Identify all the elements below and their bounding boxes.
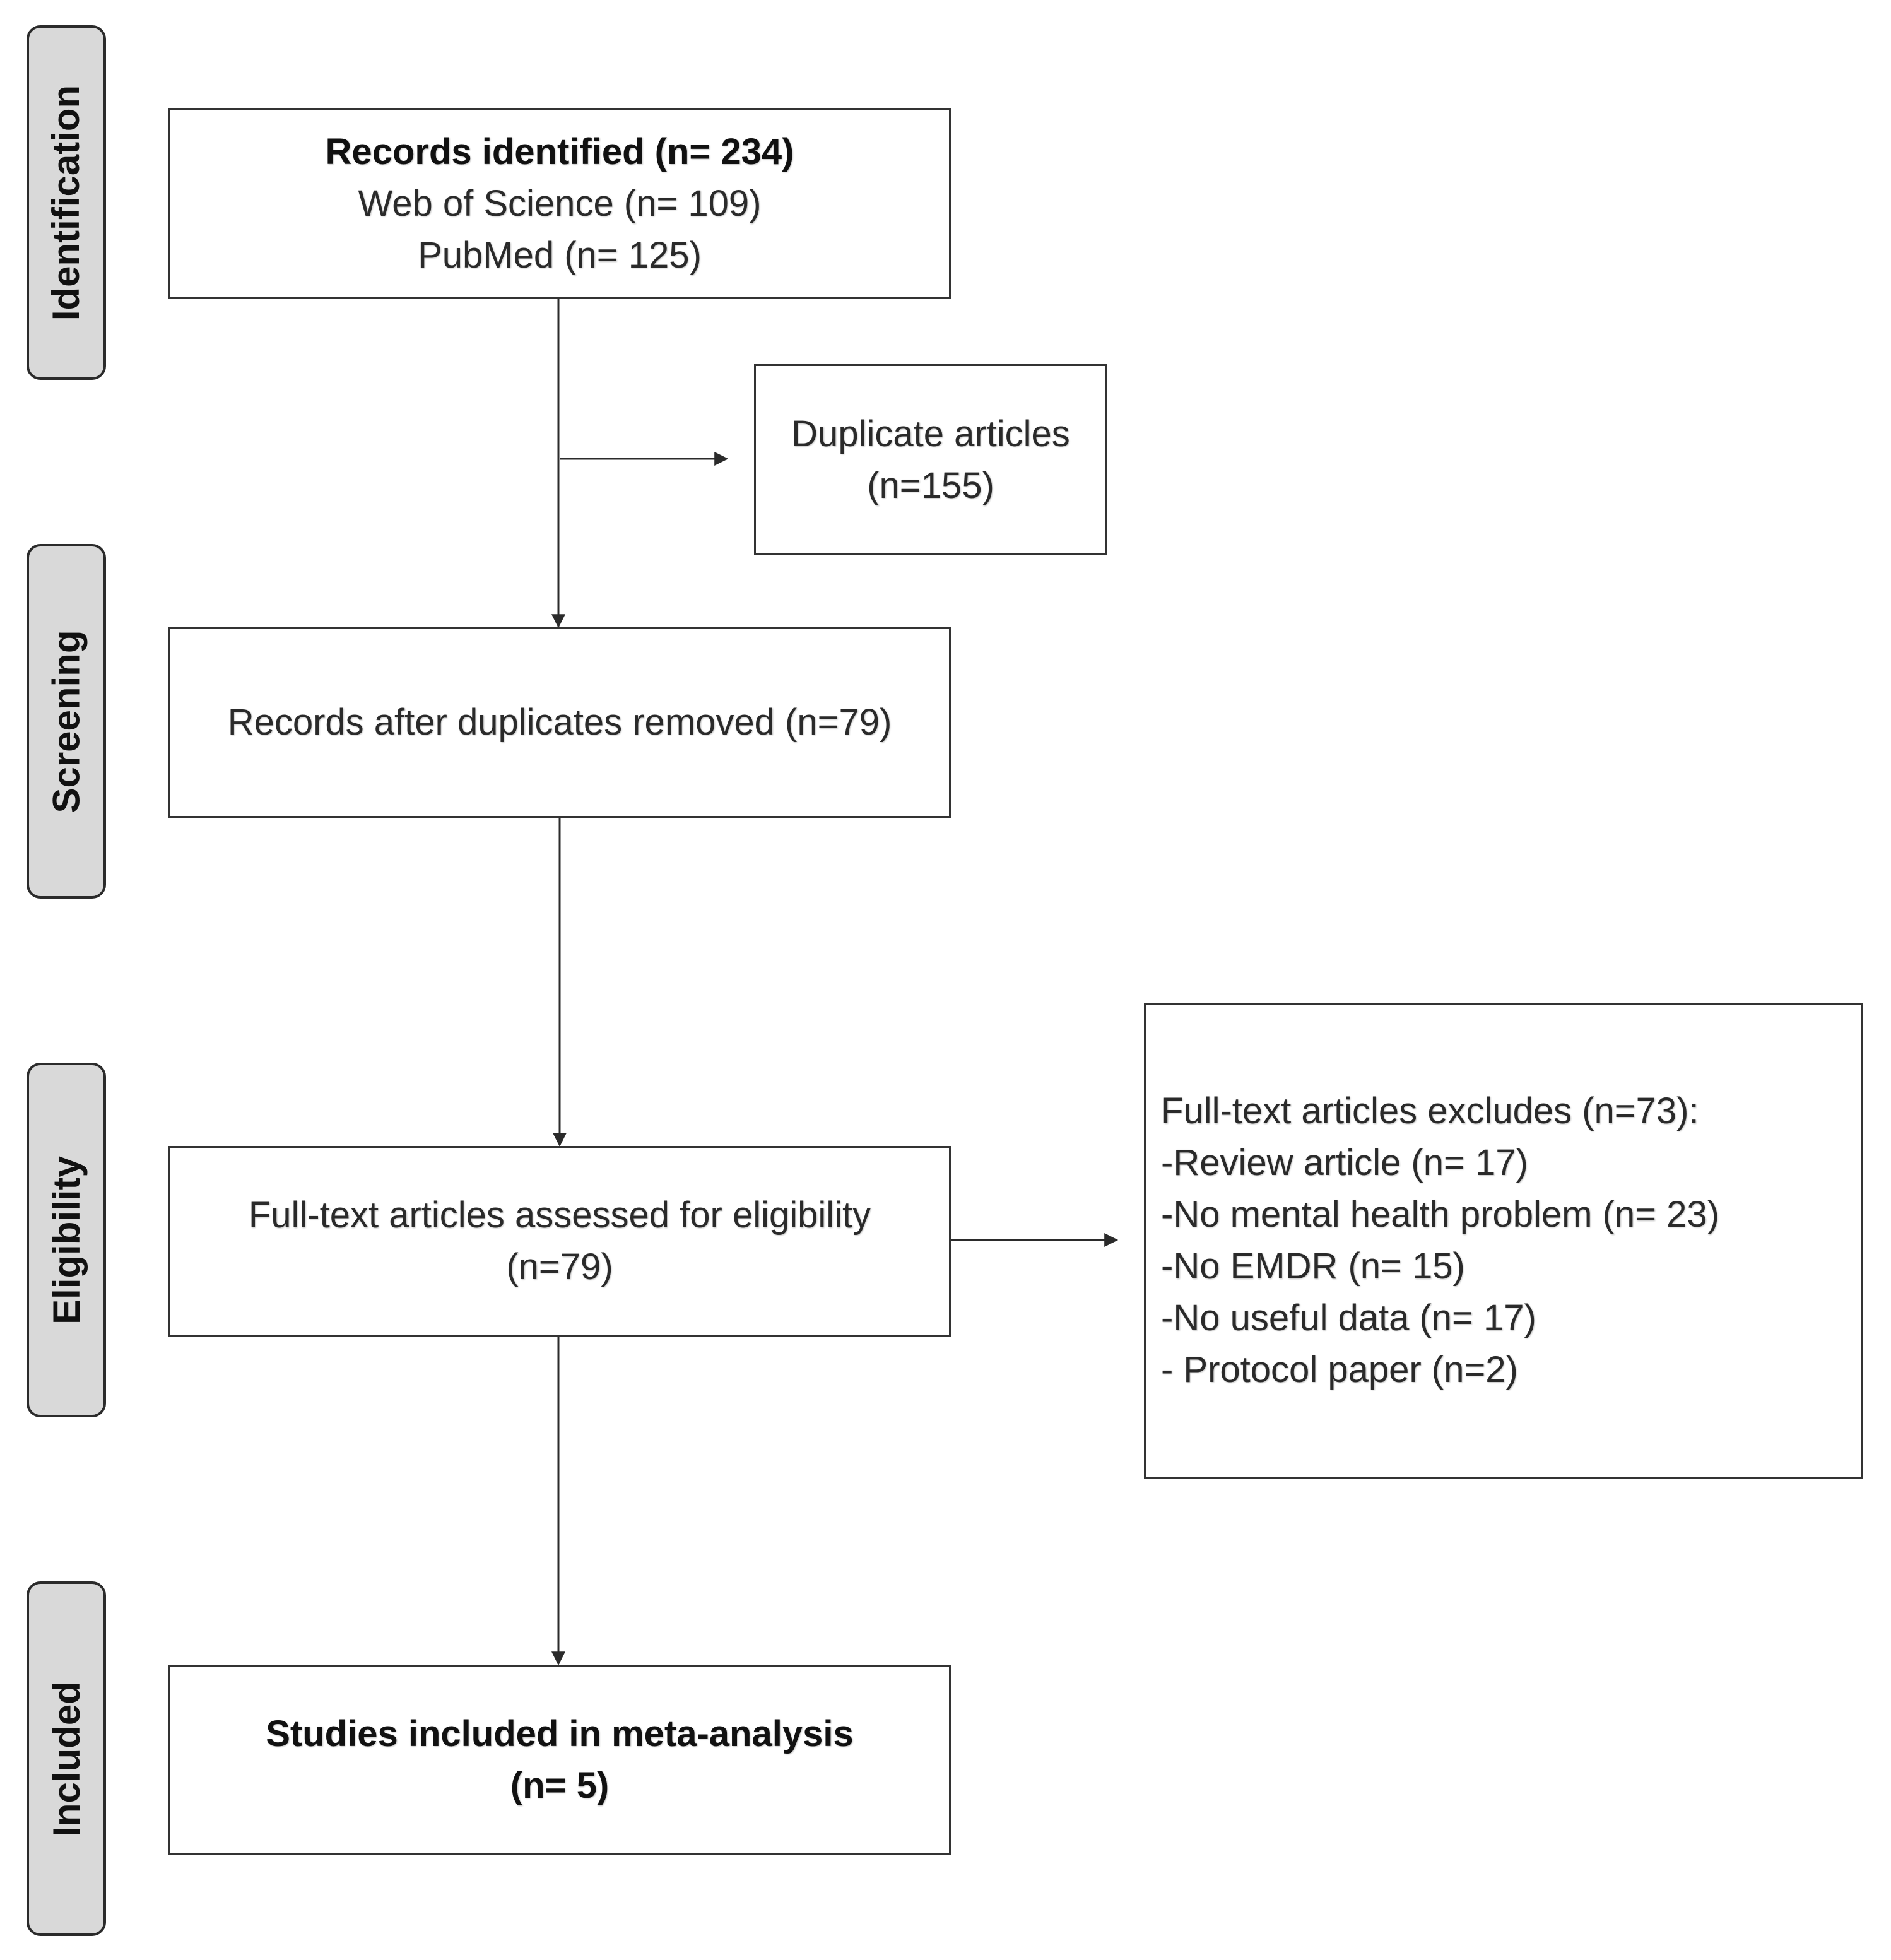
phase-included: Included	[27, 1581, 106, 1936]
full-text-assessed-count: (n=79)	[506, 1246, 613, 1287]
duplicates-box: Duplicate articles (n=155)	[754, 364, 1107, 555]
records-after-duplicates-label: Records after duplicates removed (n=79)	[227, 702, 892, 743]
duplicates-label: Duplicate articles	[791, 413, 1070, 454]
studies-included-box: Studies included in meta-analysis (n= 5)	[168, 1665, 951, 1855]
phase-identification: Identification	[27, 25, 106, 380]
records-identified-title: Records identified (n= 234)	[325, 131, 794, 172]
duplicates-count: (n=155)	[867, 464, 994, 506]
records-after-duplicates-box: Records after duplicates removed (n=79)	[168, 627, 951, 818]
excluded-reason-no-emdr: -No EMDR (n= 15)	[1161, 1246, 1465, 1287]
studies-included-label: Studies included in meta-analysis	[266, 1713, 854, 1754]
phase-screening: Screening	[27, 544, 106, 899]
records-identified-pubmed: PubMed (n= 125)	[418, 234, 702, 276]
records-identified-wos: Web of Science (n= 109)	[358, 182, 762, 224]
full-text-assessed-box: Full-text articles assessed for eligibil…	[168, 1146, 951, 1337]
studies-included-count: (n= 5)	[510, 1765, 610, 1806]
full-text-assessed-label: Full-text articles assessed for eligibil…	[248, 1195, 871, 1236]
full-text-excluded-box: Full-text articles excludes (n=73): -Rev…	[1144, 1003, 1863, 1479]
full-text-excluded-title: Full-text articles excludes (n=73):	[1161, 1090, 1699, 1131]
records-identified-box: Records identified (n= 234) Web of Scien…	[168, 108, 951, 299]
phase-eligibility: Eligibility	[27, 1063, 106, 1417]
excluded-reason-no-data: -No useful data (n= 17)	[1161, 1297, 1536, 1338]
excluded-reason-protocol: - Protocol paper (n=2)	[1161, 1349, 1518, 1390]
excluded-reason-no-mental-health: -No mental health problem (n= 23)	[1161, 1194, 1719, 1235]
excluded-reason-review: -Review article (n= 17)	[1161, 1142, 1528, 1183]
